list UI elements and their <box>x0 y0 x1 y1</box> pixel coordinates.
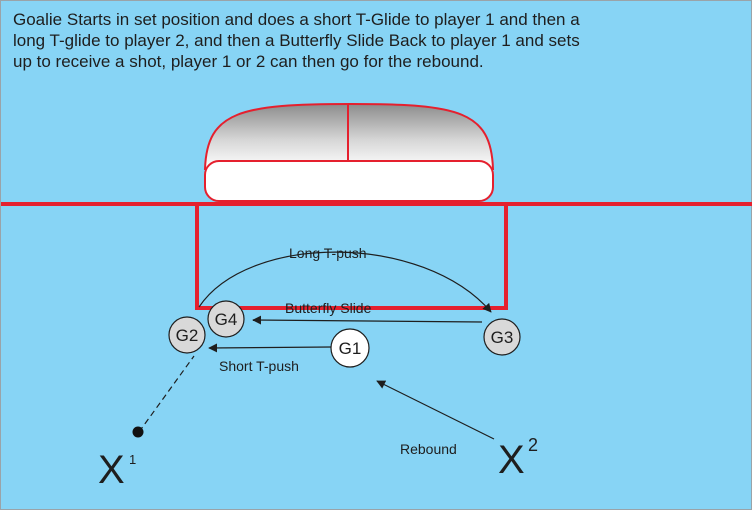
rebound-arrow <box>376 380 495 440</box>
goalie-crease <box>195 204 508 310</box>
butterfly-slide-label: Butterfly Slide <box>285 300 372 316</box>
svg-text:1: 1 <box>129 452 136 467</box>
goalie-position-g1: G1 <box>330 328 370 368</box>
short-t-push-arrow <box>208 343 332 353</box>
puck <box>132 426 144 438</box>
svg-text:G4: G4 <box>215 310 238 329</box>
butterfly-slide-arrow <box>252 315 483 325</box>
goalie-position-g4: G4 <box>207 300 245 338</box>
svg-text:G2: G2 <box>176 326 199 345</box>
drill-description: Goalie Starts in set position and does a… <box>13 10 580 71</box>
long-t-push-label: Long T-push <box>289 245 367 261</box>
goalie-position-g3: G3 <box>483 318 521 356</box>
svg-text:G1: G1 <box>339 339 362 358</box>
svg-text:X: X <box>98 448 125 492</box>
goal-net <box>203 102 495 202</box>
svg-text:2: 2 <box>528 435 538 455</box>
short-t-push-label: Short T-push <box>219 358 299 374</box>
goalie-position-g2: G2 <box>168 316 206 354</box>
long-t-push-arrow <box>198 251 492 313</box>
svg-text:X: X <box>498 438 525 482</box>
player-2: X 2 <box>498 435 538 482</box>
svg-text:G3: G3 <box>491 328 514 347</box>
player-1-shot-lane <box>138 355 195 433</box>
rebound-label: Rebound <box>400 441 457 457</box>
player-1: X 1 <box>98 448 136 492</box>
